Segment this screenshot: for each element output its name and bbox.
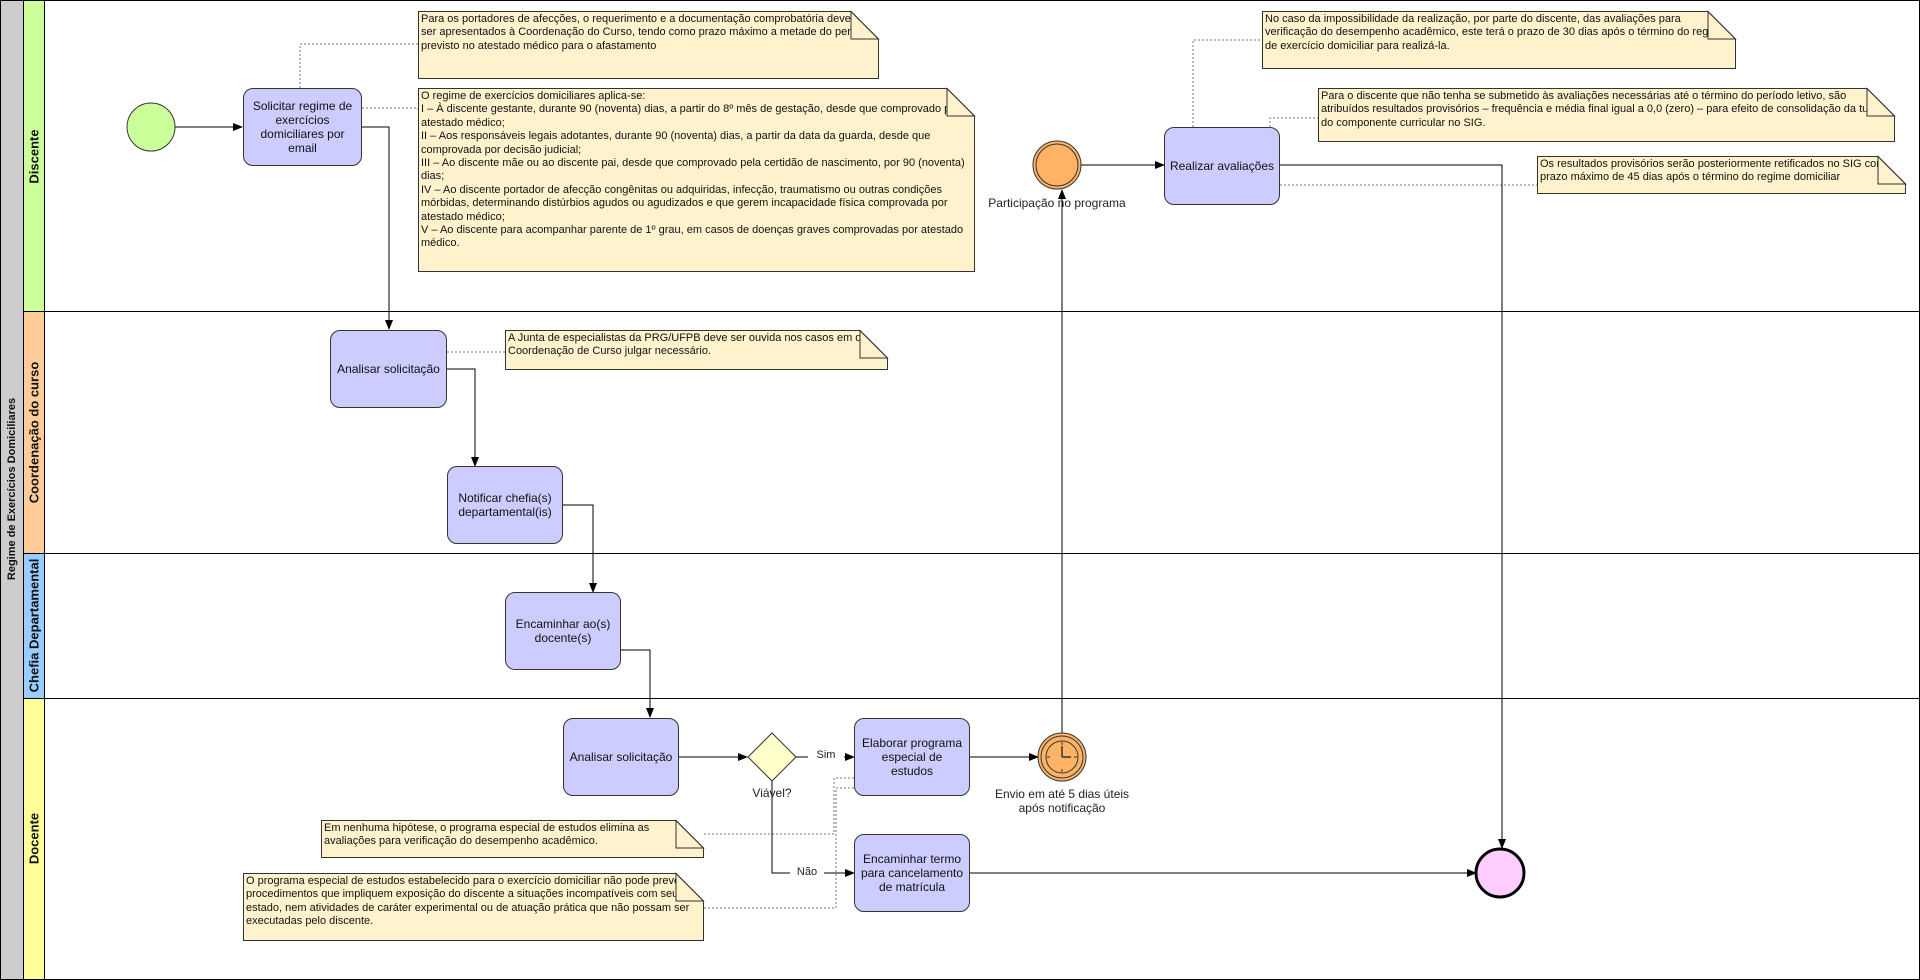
flow-notificar-encaminhar <box>563 504 597 593</box>
flow-realizar-end <box>1280 164 1506 849</box>
flow-gateway-termo <box>771 781 855 877</box>
note-provisorios: Para o discente que não tenha se submeti… <box>1318 88 1895 142</box>
note-programa-especial: O programa especial de estudos estabelec… <box>243 873 704 941</box>
task-analisar-solicitacao-docente[interactable]: Analisar solicitação <box>563 718 679 796</box>
assoc-provisorios <box>1269 117 1318 127</box>
flow-label-nao: Não <box>790 865 824 879</box>
task-encaminhar-docente[interactable]: Encaminhar ao(s) docente(s) <box>505 592 621 670</box>
task-realizar-avaliacoes[interactable]: Realizar avaliações <box>1164 127 1280 205</box>
start-event[interactable] <box>126 102 176 152</box>
associations <box>299 39 1537 909</box>
task-solicitar-regime[interactable]: Solicitar regime de exercícios domicilia… <box>243 88 362 166</box>
task-encaminhar-termo[interactable]: Encaminhar termo para cancelamento de ma… <box>854 834 970 912</box>
task-analisar-solicitacao-coordenacao[interactable]: Analisar solicitação <box>330 330 447 408</box>
intermediate-event-participacao[interactable] <box>1032 140 1082 190</box>
flow-encaminhar-analisar <box>621 649 654 718</box>
end-event[interactable] <box>1474 847 1526 899</box>
assoc-nenhuma <box>704 777 854 835</box>
note-retificados: Os resultados provisórios serão posterio… <box>1537 156 1906 194</box>
flow-label-sim: Sim <box>808 748 844 762</box>
timer-event[interactable] <box>1037 732 1087 782</box>
event-label-timer: Envio em até 5 dias úteis após notificaç… <box>994 787 1130 815</box>
flow-solicitar-analisar <box>362 126 393 330</box>
sequence-flows <box>175 123 1506 877</box>
assoc-afeccoes <box>299 43 418 88</box>
note-aplica: O regime de exercícios domiciliares apli… <box>418 88 975 272</box>
note-afeccoes: Para os portadores de afecções, o requer… <box>418 11 879 79</box>
gateway-viavel[interactable] <box>747 732 797 782</box>
note-impossibilidade: No caso da impossibilidade da realização… <box>1262 11 1736 69</box>
task-notificar-chefia[interactable]: Notificar chefia(s) departamental(is) <box>447 466 563 544</box>
note-junta: A Junta de especialistas da PRG/UFPB dev… <box>505 330 888 370</box>
assoc-impossibilidade <box>1192 39 1262 127</box>
note-nenhuma-hipotese: Em nenhuma hipótese, o programa especial… <box>321 820 704 858</box>
event-label-participacao: Participação no programa <box>988 196 1126 210</box>
assoc-programa <box>704 787 854 909</box>
gateway-label: Viável? <box>752 786 792 800</box>
flow-analisar-notificar <box>447 368 479 467</box>
task-elaborar-programa[interactable]: Elaborar programa especial de estudos <box>854 718 970 796</box>
assoc-aplica <box>362 107 419 112</box>
